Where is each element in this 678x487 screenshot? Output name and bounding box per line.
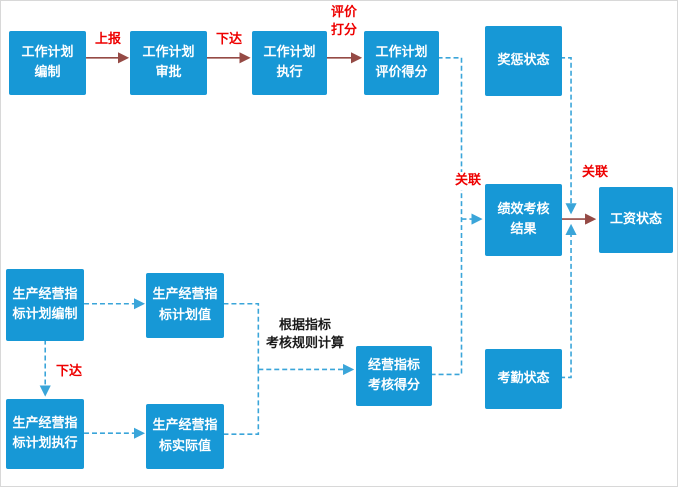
node-work-plan-score: 工作计划 评价得分: [364, 31, 439, 95]
edge-attendance-to-salary-link: [560, 223, 577, 379]
edge-indicator-score-to-junction: [430, 219, 463, 376]
edge-label-evaluate-score: 评价 打分: [330, 5, 357, 38]
edge-label-issue-down-top: 下达: [215, 32, 242, 47]
node-indicator-plan-value: 生产经营指 标计划值: [146, 273, 224, 338]
edge-plan-value-to-merge: [223, 302, 260, 370]
node-work-plan-execute: 工作计划 执行: [252, 31, 327, 95]
edge-plan-score-to-junction: [437, 56, 463, 220]
edge-label-calc-rule-note: 根据指标 考核规则计算: [265, 318, 344, 351]
node-perf-result: 绩效考核 结果: [485, 184, 562, 256]
edge-label-issue-down-bottom: 下达: [55, 364, 82, 379]
edge-label-report-up: 上报: [94, 32, 121, 47]
node-work-plan-create: 工作计划 编制: [9, 31, 86, 95]
node-reward-status: 奖惩状态: [485, 26, 562, 96]
edge-actual-value-to-merge: [223, 369, 260, 436]
node-salary-status: 工资状态: [599, 187, 673, 253]
node-indicator-actual-value: 生产经营指 标实际值: [146, 404, 224, 469]
node-indicator-plan-execute: 生产经营指 标计划执行: [6, 399, 84, 469]
edge-reward-to-salary-link: [560, 56, 577, 215]
node-work-plan-approve: 工作计划 审批: [130, 31, 207, 95]
edge-label-associate-right: 关联: [581, 165, 608, 180]
node-indicator-score: 经营指标 考核得分: [356, 346, 432, 406]
node-indicator-plan-create: 生产经营指 标计划编制: [6, 269, 84, 341]
node-attendance-status: 考勤状态: [485, 349, 562, 409]
edge-label-associate-left: 关联: [451, 172, 485, 190]
